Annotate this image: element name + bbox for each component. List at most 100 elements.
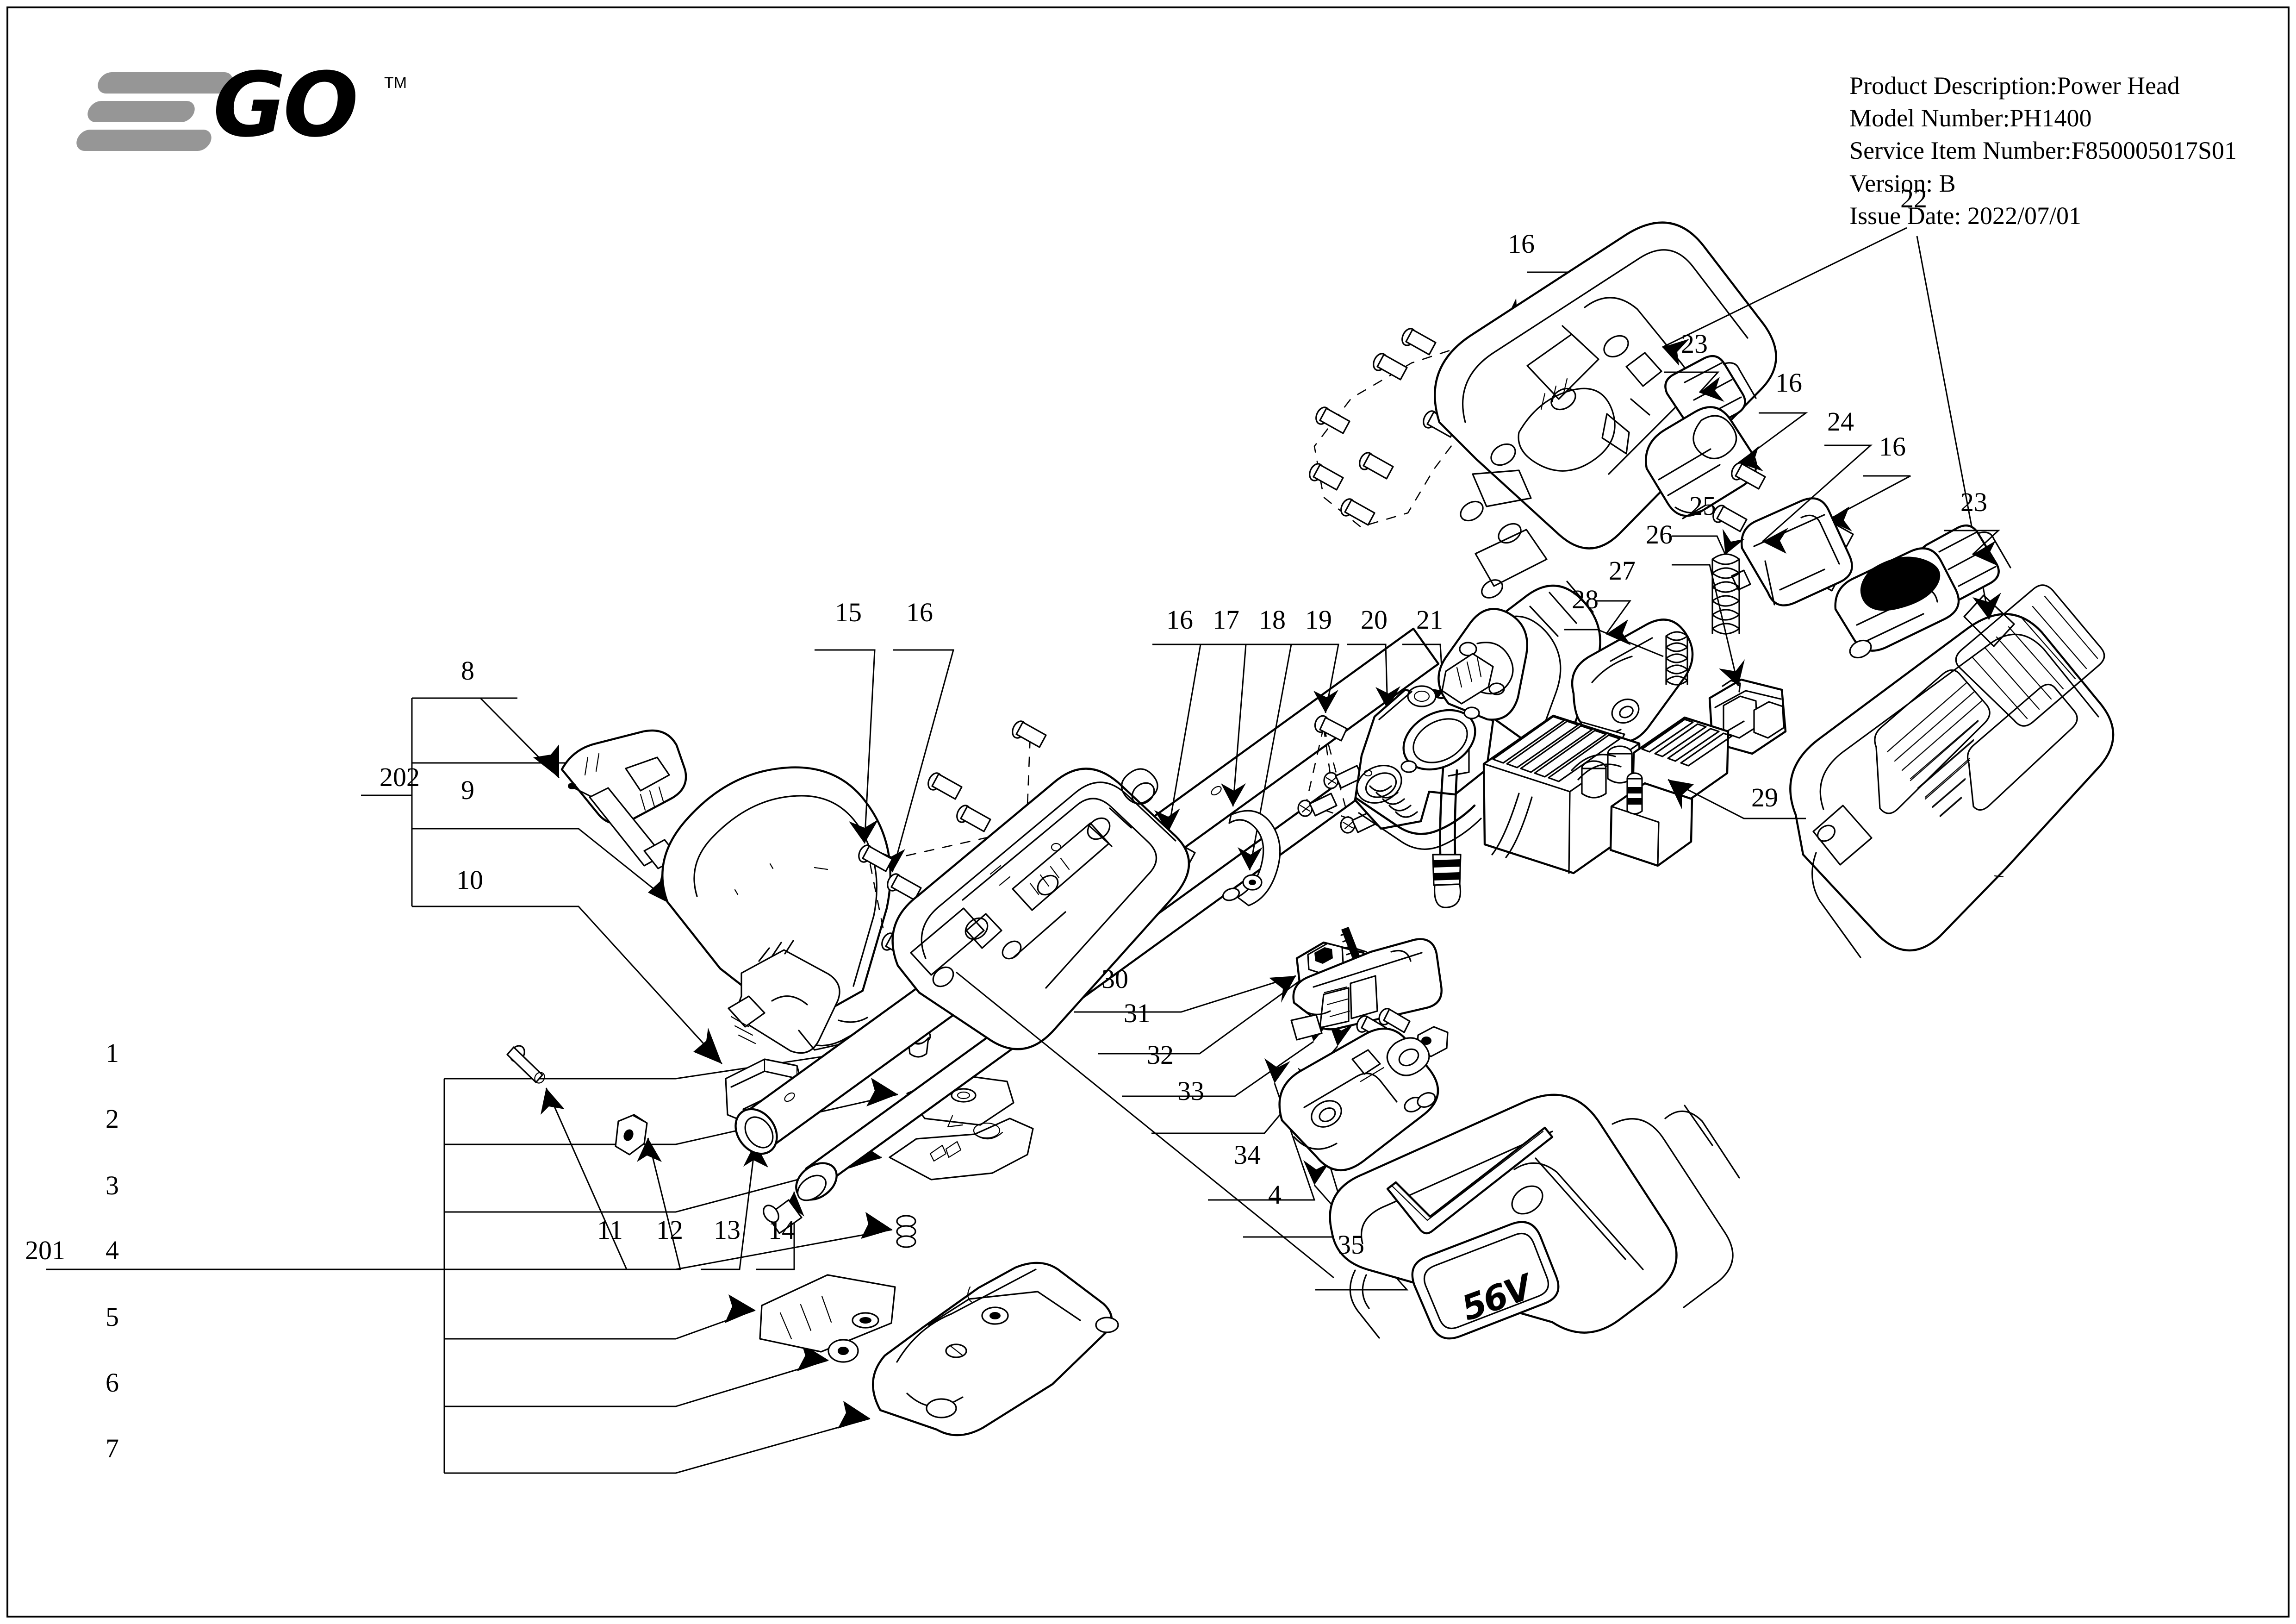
screw [1373, 353, 1408, 381]
part-21-motor [1400, 581, 1601, 908]
screw [1309, 463, 1344, 491]
screw [1340, 498, 1375, 526]
callout-10: 10 [456, 865, 483, 895]
part-35-rear-handle [1329, 1093, 1740, 1340]
part-11-pin [506, 1045, 545, 1084]
hex-key-tool [1386, 1126, 1554, 1235]
part-25-spring [1672, 529, 1745, 635]
product-description: Product Description:Power Head [1849, 72, 2180, 100]
callout-31: 31 [1124, 998, 1151, 1028]
callout-29: 29 [1751, 782, 1778, 812]
part-32-trigger-bracket [1290, 938, 1443, 1041]
screw [1297, 793, 1338, 817]
callout-12: 12 [656, 1215, 683, 1245]
callout-33: 33 [1177, 1076, 1204, 1106]
part-34-trigger-switch [1278, 1027, 1439, 1171]
callout-16-c: 16 [1508, 229, 1535, 259]
callout-4: 4 [106, 1235, 119, 1265]
callout-16-e: 16 [1879, 431, 1906, 462]
service-item-number: Service Item Number:F850005017S01 [1849, 137, 2237, 165]
callout-21: 21 [1416, 605, 1443, 635]
main-chassis-housing [891, 768, 1190, 1050]
document-header: Product Description:Power Head Model Num… [1849, 69, 2237, 232]
part-4-washers [896, 1215, 916, 1248]
part-trigger-lever-right [1834, 547, 1960, 659]
screw [956, 805, 991, 832]
callout-19: 19 [1305, 605, 1332, 635]
callout-35: 35 [1338, 1230, 1364, 1260]
callout-11: 11 [597, 1215, 623, 1245]
screw-cluster-top-housing [1309, 271, 1583, 528]
callout-14: 14 [768, 1215, 795, 1245]
part-7-handle-bracket [872, 1262, 1119, 1437]
callout-23-a: 23 [1681, 329, 1708, 359]
part-12-clip [615, 1114, 648, 1156]
callout-16-21-leaders [1152, 643, 1444, 871]
part-4b-washers [1404, 1092, 1436, 1112]
callout-1: 1 [106, 1038, 119, 1068]
part-18-washer [1242, 874, 1263, 891]
callout-32: 32 [1147, 1040, 1174, 1070]
callout-16-a: 16 [906, 597, 933, 627]
part-22-right-housing [1789, 236, 2115, 958]
version: Version: B [1849, 169, 1956, 197]
part-9-loop-handle [661, 766, 891, 1054]
callout-16-b: 16 [1166, 605, 1193, 635]
screw [1401, 328, 1437, 356]
voltage-badge [1411, 1221, 1560, 1340]
screw [1712, 505, 1748, 532]
callout-26: 26 [1646, 519, 1673, 550]
callout-27: 27 [1609, 556, 1636, 586]
screw [1012, 720, 1047, 748]
issue-date: Issue Date: 2022/07/01 [1849, 201, 2082, 230]
screw [1314, 715, 1348, 742]
callout-4-b: 4 [1268, 1180, 1282, 1210]
part-lock-lever-left [1645, 406, 1757, 519]
callout-18: 18 [1259, 605, 1286, 635]
part-26-switch-block [1672, 564, 1787, 755]
part-5-handle-clamp [759, 1274, 896, 1353]
callout-23-b: 23 [1960, 487, 1987, 517]
part-6-washer [828, 1339, 859, 1363]
callout-9: 9 [461, 775, 474, 805]
callout-13: 13 [714, 1215, 740, 1245]
callout-28: 28 [1572, 584, 1599, 614]
screw [858, 844, 893, 872]
group-label-201: 201 [25, 1235, 65, 1265]
callout-25: 25 [1689, 491, 1716, 521]
callout-3: 3 [106, 1170, 119, 1200]
trademark-symbol: TM [384, 74, 407, 92]
screw [1378, 1008, 1411, 1033]
long-crossing-leader [956, 971, 1334, 1279]
part-22-upper-housing [1434, 221, 1907, 599]
group-202-bracket [361, 697, 517, 907]
screw [1323, 765, 1363, 789]
group-label-202: 202 [380, 762, 420, 792]
part-3-clamp-half [889, 1118, 1034, 1181]
screw [887, 873, 922, 901]
part-29-controller [1355, 714, 1806, 874]
callout-8: 8 [461, 656, 474, 686]
callout-2: 2 [106, 1104, 119, 1134]
callout-34: 34 [1234, 1140, 1261, 1170]
screw [1315, 406, 1350, 434]
callout-7: 7 [106, 1433, 119, 1463]
model-number: Model Number:PH1400 [1849, 104, 2092, 132]
screw [1359, 452, 1394, 480]
logo-wordmark: GO [213, 54, 359, 157]
screw [927, 772, 963, 800]
part-28-spring [1564, 629, 1688, 686]
callout-5: 5 [106, 1302, 119, 1332]
callout-24: 24 [1827, 406, 1854, 437]
group-201-leaders [553, 1031, 898, 1474]
callout-17: 17 [1213, 605, 1239, 635]
callout-20: 20 [1361, 605, 1388, 635]
callout-6: 6 [106, 1368, 119, 1398]
ego-logo: GO TM [74, 61, 407, 153]
callout-30: 30 [1101, 964, 1128, 994]
callout-22: 22 [1900, 183, 1927, 213]
callout-16-d: 16 [1775, 368, 1802, 398]
part-17-collar-clamp [1222, 810, 1281, 906]
